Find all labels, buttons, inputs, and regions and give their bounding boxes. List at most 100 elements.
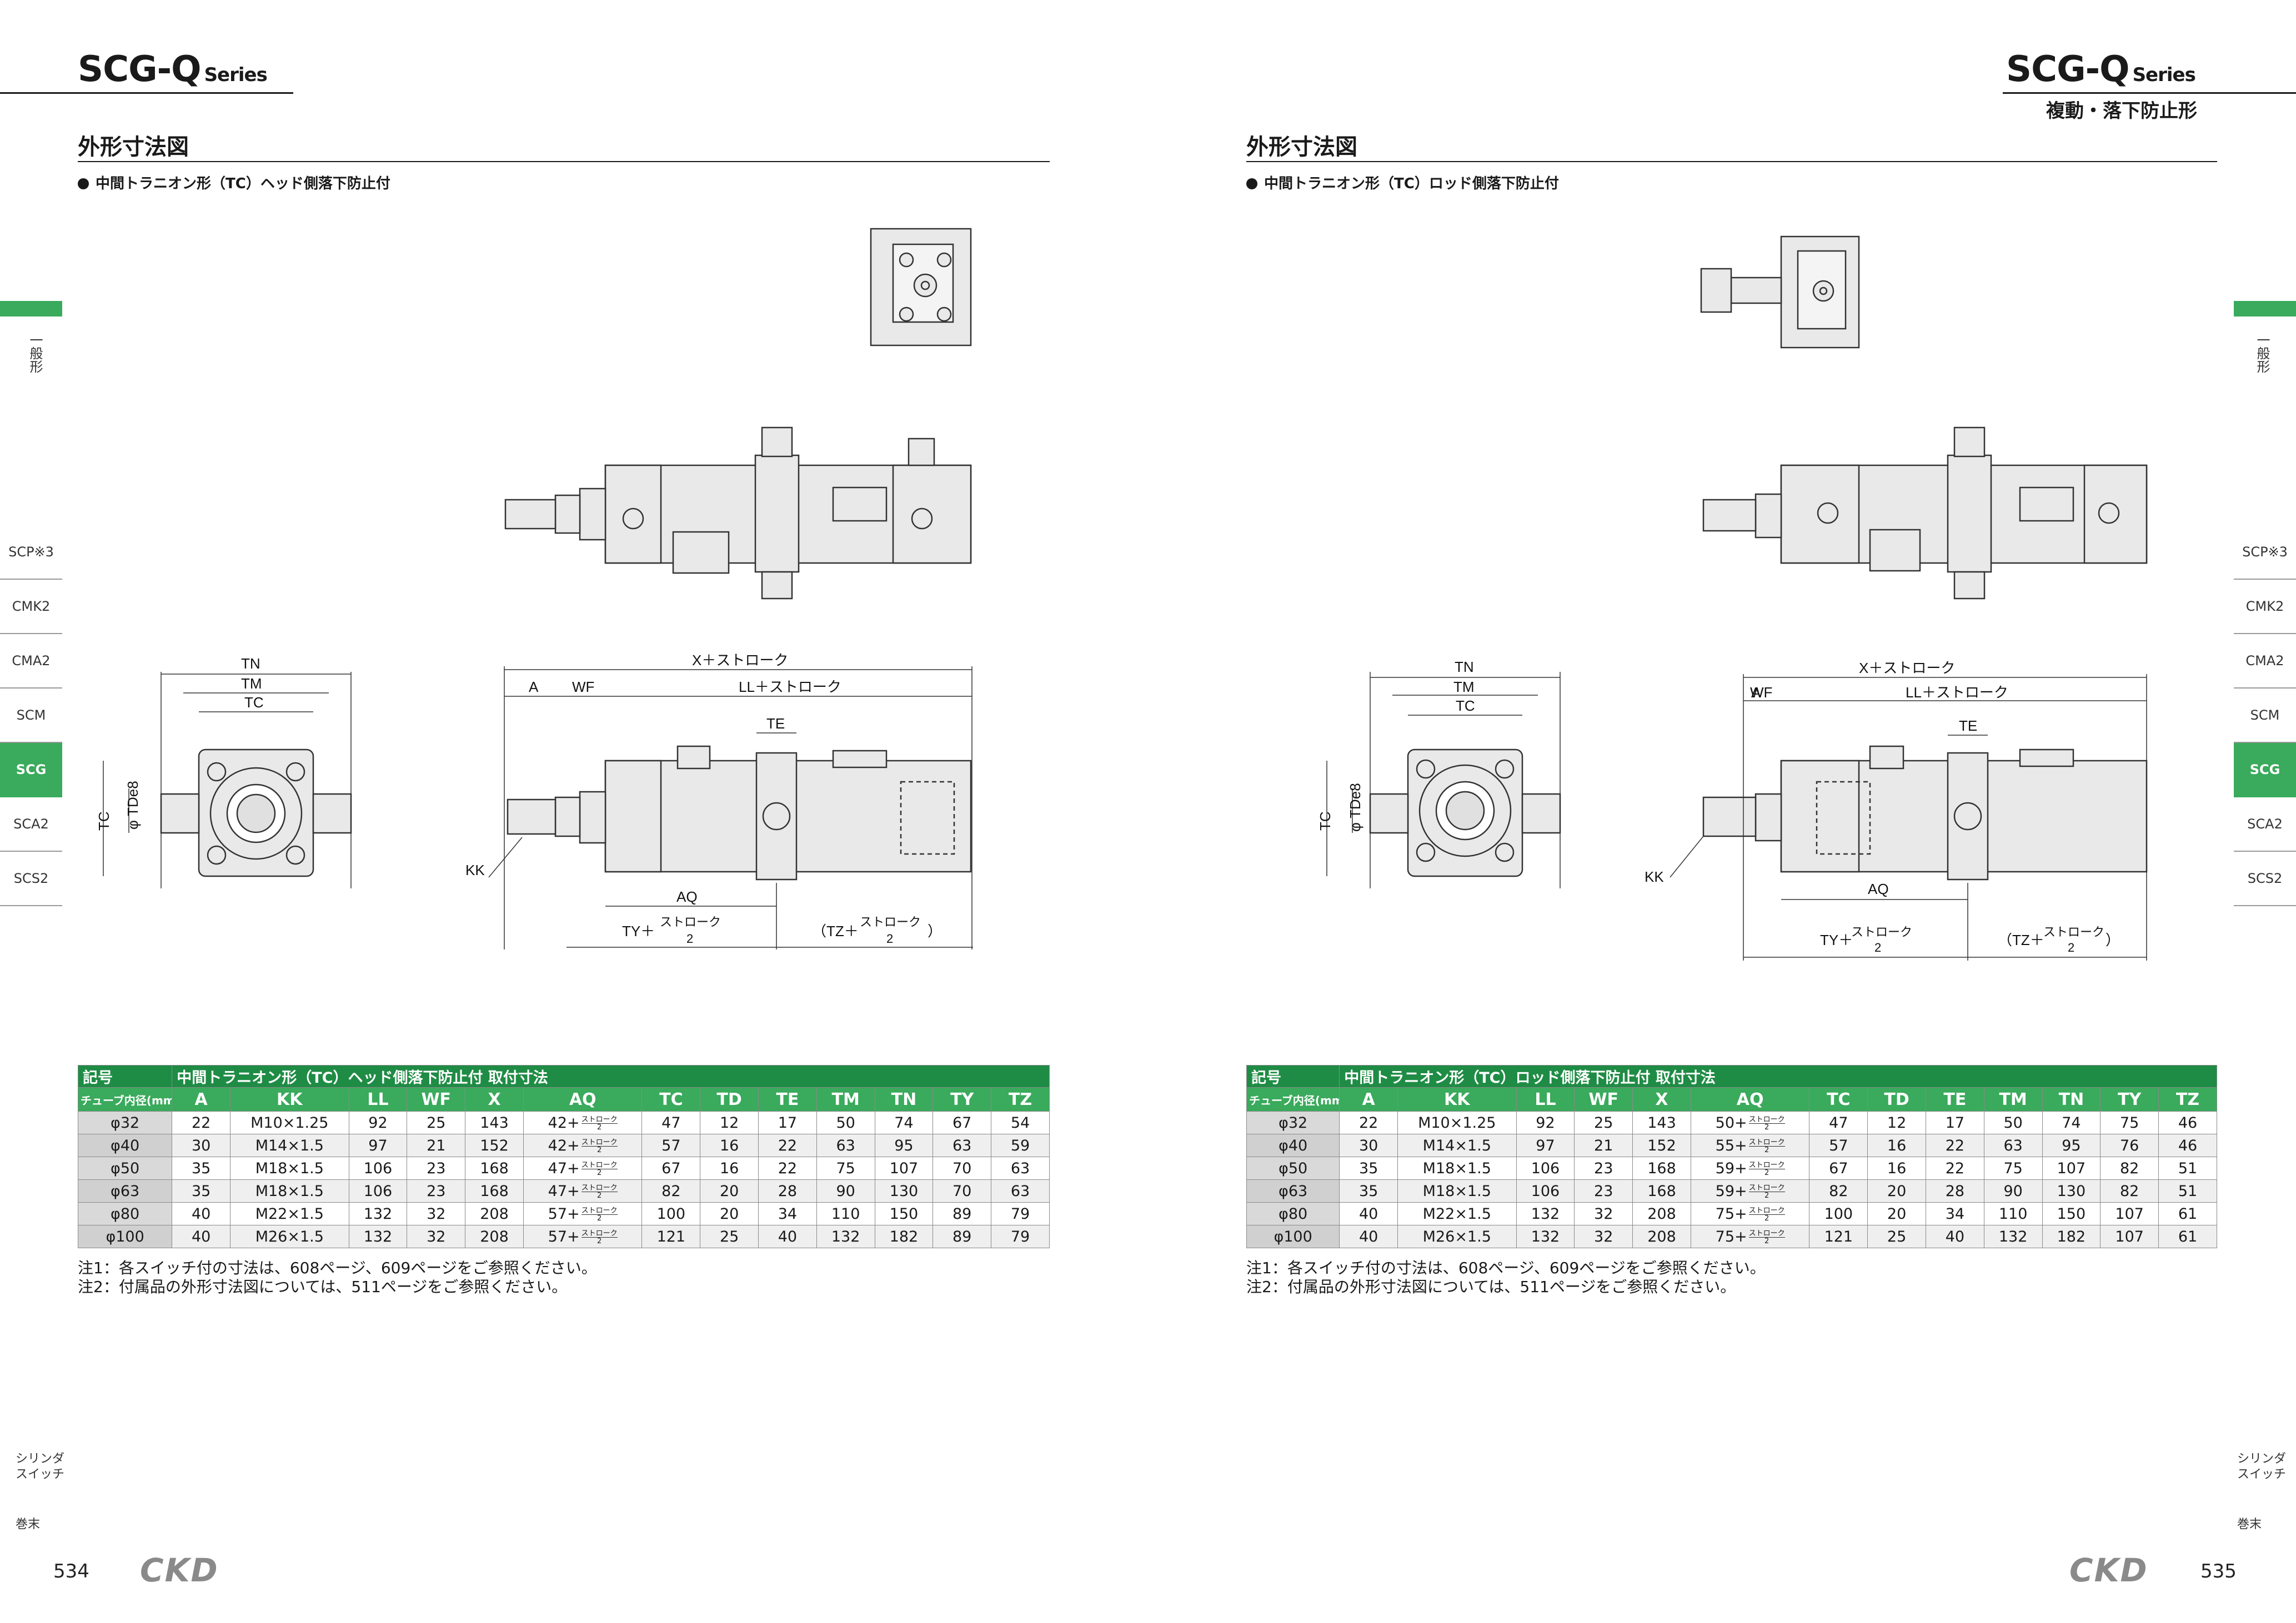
aq-fraction-den: 2 (597, 1214, 602, 1223)
sidebar-switch-link[interactable]: シリンダ スイッチ (2237, 1452, 2287, 1481)
cell-tn: 95 (874, 1134, 934, 1157)
tab-cma2[interactable]: CMA2 (2234, 634, 2296, 689)
tab-cma2[interactable]: CMA2 (0, 634, 62, 689)
col-header: TC (1809, 1087, 1868, 1112)
tab-sca2[interactable]: SCA2 (2234, 797, 2296, 852)
cell-te: 28 (758, 1179, 817, 1203)
cell-ty: 67 (933, 1111, 992, 1134)
cell-tz: 63 (991, 1179, 1050, 1203)
col-header: X (465, 1087, 524, 1112)
col-header: TE (758, 1087, 817, 1112)
aq-fraction-num: ストローク (1748, 1138, 1785, 1147)
aq-fraction-num: ストローク (581, 1138, 618, 1147)
tab-scs2[interactable]: SCS2 (2234, 852, 2296, 906)
cell-tm: 63 (1983, 1134, 2043, 1157)
cell-tn: 74 (874, 1111, 934, 1134)
row-bore: φ50 (77, 1157, 173, 1180)
tab-cmk2[interactable]: CMK2 (2234, 580, 2296, 634)
aq-base: 42+ (548, 1114, 580, 1132)
aq-fraction-num: ストローク (581, 1115, 618, 1124)
cell-a: 40 (1339, 1202, 1398, 1225)
cell-tn: 130 (2042, 1179, 2101, 1203)
aq-fraction-den: 2 (1764, 1191, 1769, 1200)
tab-scs2[interactable]: SCS2 (0, 852, 62, 906)
cell-ty: 82 (2100, 1157, 2159, 1180)
figure-caption-left: 中間トラニオン形（TC）ヘッド側落下防止付 (78, 172, 390, 193)
tab-scg[interactable]: SCG (2234, 743, 2296, 797)
note-2-right: 注2：付属品の外形寸法図については、511ページをご参照ください。 (1246, 1278, 1736, 1296)
dim-te-right: TE (1959, 717, 1977, 734)
cell-wf: 23 (1574, 1157, 1633, 1180)
cell-kk: M26×1.5 (230, 1225, 349, 1248)
dim-tz-right: （TZ＋ (1998, 932, 2044, 948)
cell-td: 25 (700, 1225, 759, 1248)
aq-fraction-num: ストローク (1748, 1183, 1785, 1192)
tab-scm[interactable]: SCM (2234, 689, 2296, 743)
figure-caption-right: 中間トラニオン形（TC）ロッド側落下防止付 (1246, 172, 1559, 193)
tab-scg[interactable]: SCG (0, 743, 62, 797)
row-bore: φ40 (77, 1134, 173, 1157)
table-diag-label: チューブ内径(mm) (1246, 1087, 1340, 1112)
aq-fraction-num: ストローク (1748, 1115, 1785, 1124)
cell-wf: 25 (407, 1111, 466, 1134)
dim-ty-left: TY＋ (622, 923, 655, 939)
ckd-logo-left: CKD (140, 1551, 219, 1589)
dim-te-left: TE (766, 715, 785, 732)
cell-tz: 79 (991, 1202, 1050, 1225)
tab-scp3[interactable]: SCP※3 (0, 525, 62, 580)
cell-tn: 107 (874, 1157, 934, 1180)
cell-x: 208 (1632, 1225, 1691, 1248)
page-number-left: 534 (53, 1560, 89, 1582)
aq-fraction-num: ストローク (1748, 1229, 1785, 1238)
cell-tc: 47 (1809, 1111, 1868, 1134)
sidebar-appendix-link[interactable]: 巻末 (2237, 1518, 2262, 1531)
tab-scm[interactable]: SCM (0, 689, 62, 743)
cell-ll: 106 (1516, 1179, 1575, 1203)
aq-base: 55+ (1715, 1137, 1747, 1154)
cell-wf: 32 (1574, 1225, 1633, 1248)
cell-tn: 107 (2042, 1157, 2101, 1180)
cell-tc: 100 (641, 1202, 701, 1225)
aq-fraction-den: 2 (1764, 1237, 1769, 1245)
aq-fraction-den: 2 (597, 1191, 602, 1200)
aq-base: 50+ (1715, 1114, 1747, 1132)
tab-cmk2[interactable]: CMK2 (0, 580, 62, 634)
dim-tc-vertical-right: TC (1317, 811, 1334, 831)
cell-te: 22 (758, 1157, 817, 1180)
tab-sca2[interactable]: SCA2 (0, 797, 62, 852)
bullet-icon (78, 178, 89, 189)
tab-scp3[interactable]: SCP※3 (2234, 525, 2296, 580)
cell-kk: M22×1.5 (230, 1202, 349, 1225)
cell-x: 208 (1632, 1202, 1691, 1225)
cell-td: 25 (1867, 1225, 1926, 1248)
row-bore: φ40 (1246, 1134, 1340, 1157)
cell-wf: 23 (1574, 1179, 1633, 1203)
cell-a: 40 (172, 1225, 231, 1248)
col-header: TY (933, 1087, 992, 1112)
cell-tc: 82 (1809, 1179, 1868, 1203)
cell-te: 40 (1925, 1225, 1984, 1248)
dim-ty-stroke-left: ストローク (660, 915, 721, 929)
cell-td: 20 (700, 1179, 759, 1203)
dim-kk-left: KK (465, 862, 485, 878)
sidebar-switch-link[interactable]: シリンダ スイッチ (16, 1452, 65, 1481)
spec-table-right: 記号 中間トラニオン形（TC）ロッド側落下防止付 取付寸法 チューブ内径(mm)… (1246, 1065, 2217, 1248)
dim-wf-right-visible: WF (1750, 684, 1772, 701)
aq-fraction-den: 2 (1764, 1145, 1769, 1154)
cell-td: 20 (700, 1202, 759, 1225)
cell-wf: 23 (407, 1179, 466, 1203)
sidebar-appendix-link[interactable]: 巻末 (16, 1518, 41, 1531)
cell-kk: M10×1.25 (1397, 1111, 1517, 1134)
dim-a-left: A (529, 679, 539, 695)
aq-fraction-den: 2 (1764, 1214, 1769, 1223)
